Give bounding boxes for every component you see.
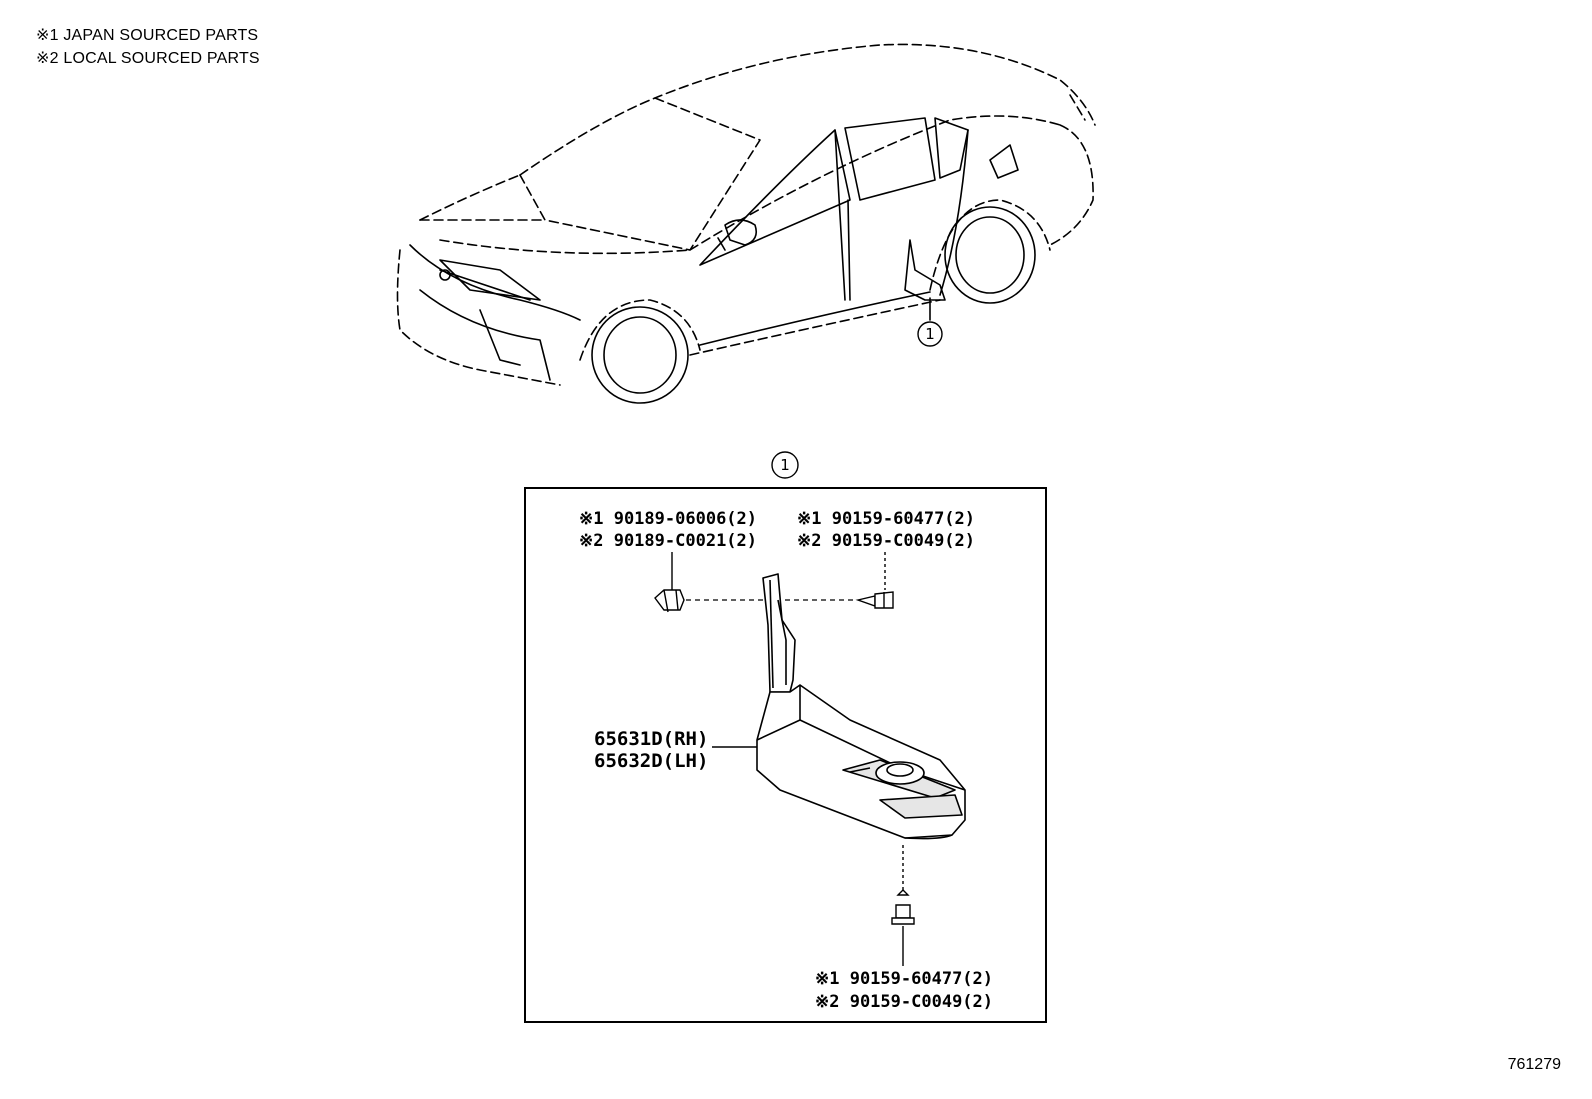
svg-text:1: 1 [925,325,935,343]
car-callout-marker: 1 [917,321,943,347]
part-number-lh: 65632D(LH) [594,750,708,772]
part-label-screw-bottom-japan: ※1 90159-60477(2) [815,969,993,989]
screw-top-fastener [855,552,894,609]
part-label-clip-japan: ※1 90189-06006(2) [579,509,757,529]
vehicle-illustration [396,43,1096,404]
main-part-label: 65631D(RH) 65632D(LH) [594,728,757,772]
legend-japan-sourced: ※1 JAPAN SOURCED PARTS [36,27,259,44]
part-label-screw-top-japan: ※1 90159-60477(2) [797,509,975,529]
part-label-clip-local: ※2 90189-C0021(2) [579,531,757,551]
detail-frame [524,487,1047,1023]
sourcing-legend: ※1 JAPAN SOURCED PARTS ※2 LOCAL SOURCED … [36,24,260,70]
detail-callout-marker: 1 [771,451,799,479]
part-label-screw-bottom-local: ※2 90159-C0049(2) [815,992,993,1012]
clip-fastener [654,552,685,613]
legend-local-sourced: ※2 LOCAL SOURCED PARTS [36,50,260,67]
part-label-screw-top-local: ※2 90159-C0049(2) [797,531,975,551]
part-number-rh: 65631D(RH) [594,728,708,750]
screw-bottom-fastener [891,845,915,966]
illustration-number: 761279 [1508,1056,1561,1073]
svg-text:1: 1 [780,456,790,474]
mudguard-part [756,573,966,840]
